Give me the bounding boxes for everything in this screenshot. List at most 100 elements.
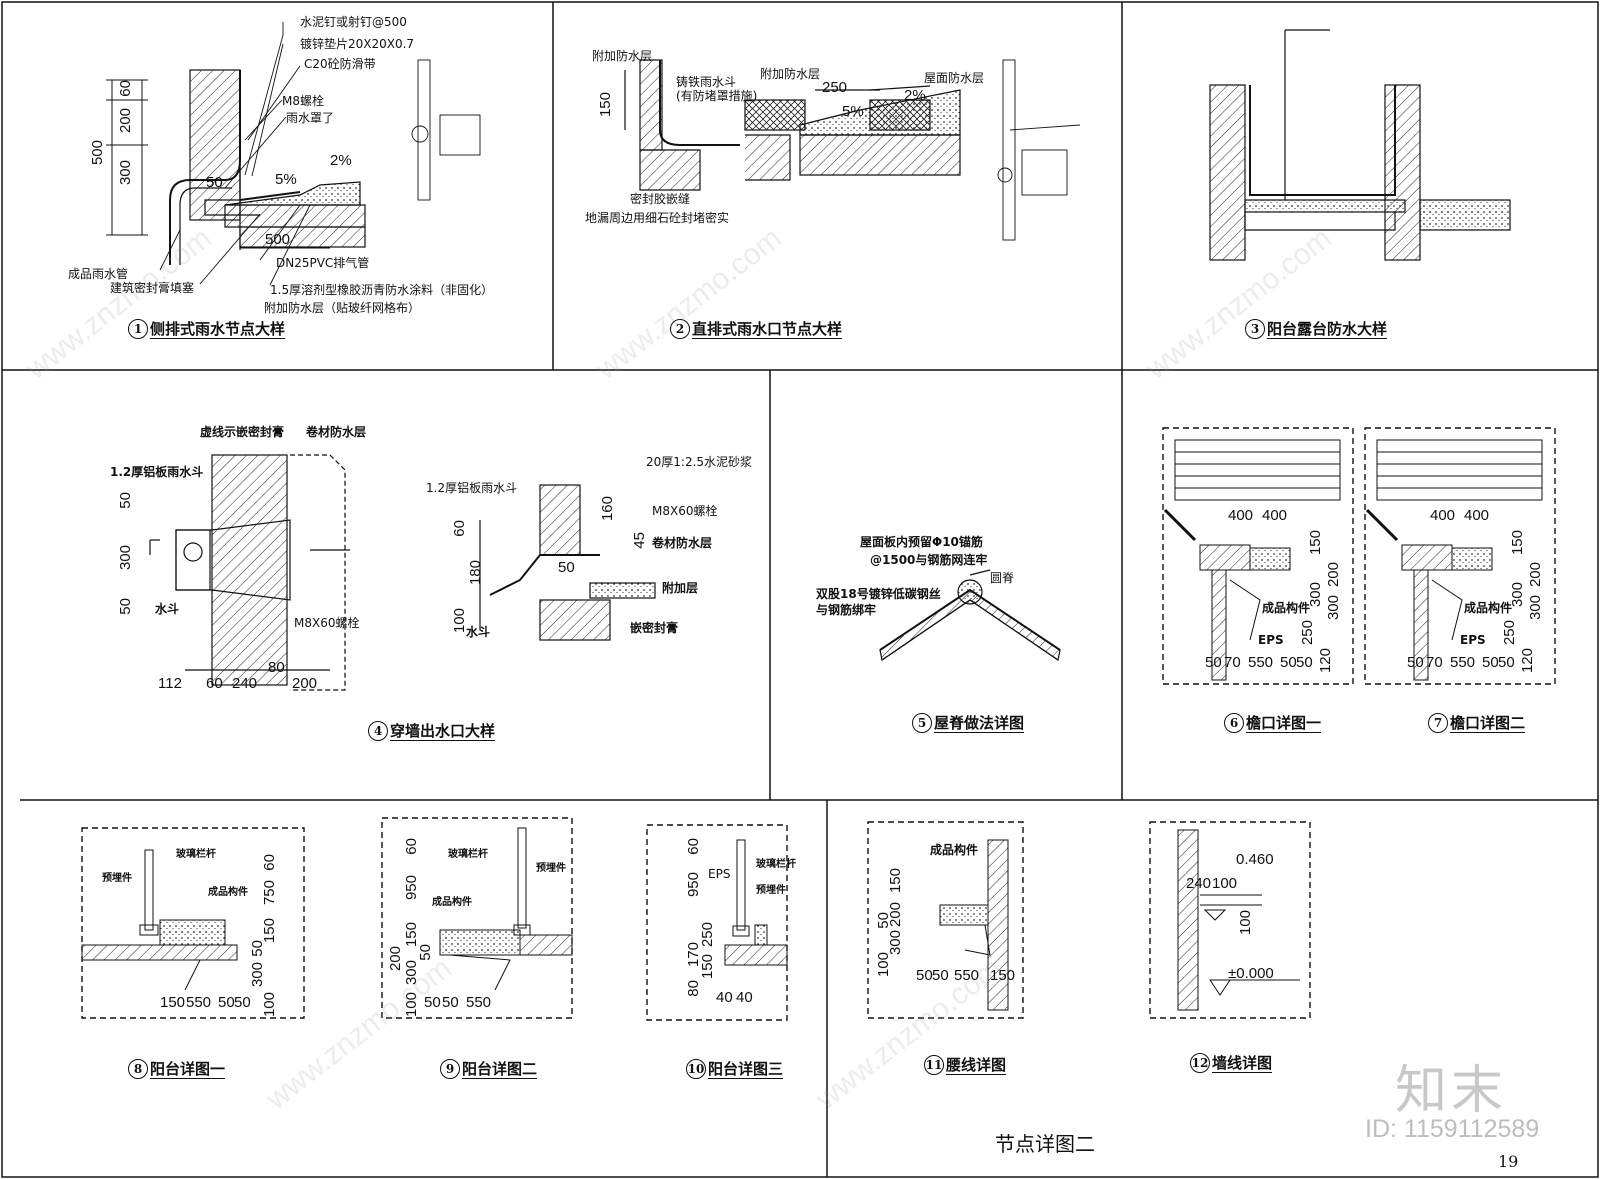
d1-dim: 300 [117,160,134,186]
d4-label: M8X60螺栓 [652,504,718,518]
d8-dim: 300 [249,962,266,988]
detail-10-drawing [646,824,788,1021]
d9-dim: 950 [403,875,420,901]
d2-label: 附加防水层 [592,49,653,63]
d4-dim: 80 [268,659,285,676]
d6-dim: 50 [1280,654,1297,671]
d10-dim: 150 [699,954,716,980]
d4-dim: 50 [117,492,134,509]
d12-dim: 0.460 [1236,851,1274,868]
d9-label: 预埋件 [536,863,566,874]
d1-dim: 2% [330,152,352,169]
d6-dim: 400 [1262,507,1288,524]
detail-4-plan [149,454,350,691]
detail-1-leaders [159,22,311,286]
d4-dim: 100 [451,608,468,634]
d2-dim: 150 [597,92,614,118]
detail-3-drawing [1209,29,1511,261]
d8-dim: 550 [186,994,212,1011]
d5-label: 与钢筋绑牢 [816,603,877,617]
d11-dim: 200 [887,902,904,928]
d8-dim: 100 [261,992,278,1018]
detail-6-drawing [1162,427,1354,685]
d6-dim: 250 [1299,620,1316,646]
d10-dim: 40 [716,989,733,1006]
detail-2-mini-section [411,59,1081,241]
detail-11-drawing [867,821,1024,1019]
d5-label: @1500与钢筋网连牢 [870,553,988,567]
detail-4-section [479,484,656,641]
d9-dim: 50 [442,994,459,1011]
d4-dim: 200 [292,675,318,692]
d11-dim: 50 [916,967,933,984]
d6-dim: 200 [1325,562,1342,588]
d11-dim: 100 [875,952,892,978]
watermark-logo: 知末 [1395,1061,1508,1121]
d9-dim: 550 [466,994,492,1011]
d9-dim: 100 [403,992,420,1018]
d7-dim: 300 [1509,582,1526,608]
d4-label: 1.2厚铝板雨水斗 [110,465,204,479]
detail-1-drawing [169,69,366,265]
d1-dim: 500 [89,140,106,166]
d4-dim: 50 [117,598,134,615]
d5-label: 圆脊 [990,571,1015,585]
d8-dim: 150 [160,994,186,1011]
detail-8-drawing [81,827,305,1019]
d8-dim: 50 [234,994,251,1011]
d10-dim: 950 [685,872,702,898]
d6-dim: 300 [1307,582,1324,608]
d1-label: C20砼防滑带 [304,57,376,71]
d9-dim: 50 [424,994,441,1011]
d4-dim: 160 [599,496,616,522]
d5-label: 双股18号镀锌低碳钢丝 [816,587,941,601]
d1-label: 1.5厚溶剂型橡胶沥青防水涂料（非固化） [270,283,494,297]
d11-dim: 150 [990,967,1016,984]
d2-label: 附加防水层 [760,67,821,81]
d1-label: 成品雨水管 [68,267,129,281]
d7-dim: 400 [1464,507,1490,524]
d1-label: 水泥钉或射钉@500 [300,15,407,29]
d9-dim: 300 [403,960,420,986]
d4-label: 卷材防水层 [306,425,367,439]
d2-label: 屋面防水层 [924,71,985,85]
detail-12-drawing [1149,821,1311,1019]
d1-label: 建筑密封膏填塞 [110,281,195,295]
d2-label: 密封胶嵌缝 [630,192,691,206]
d10-dim: 80 [685,980,702,997]
d8-dim: 60 [261,854,278,871]
d6-label: EPS [1258,633,1284,647]
d12-dim: 100 [1237,910,1254,936]
d1-label: 镀锌垫片20X20X0.7 [300,37,415,51]
d6-dim: 50 [1296,654,1313,671]
d9-label: 成品构件 [432,897,472,908]
d7-dim: 150 [1509,530,1526,556]
detail-5-drawing [879,569,1061,662]
d7-dim: 300 [1527,595,1544,621]
d9-dim: 60 [403,838,420,855]
d6-dim: 550 [1248,654,1274,671]
d4-label: 嵌密封膏 [630,621,679,635]
d2-label: 铸铁雨水斗 [676,75,737,89]
d8-label: 玻璃栏杆 [176,849,216,860]
d1-label: DN25PVC排气管 [276,256,370,270]
d7-dim: 550 [1450,654,1476,671]
d4-dim: 45 [631,532,648,549]
d10-dim: 60 [685,838,702,855]
d4-label: 卷材防水层 [652,536,713,550]
d4-dim: 240 [232,675,258,692]
d1-dim: 60 [117,80,134,97]
d7-dim: 120 [1519,648,1536,674]
d7-dim: 200 [1527,562,1544,588]
detail-7-drawing [1364,427,1556,685]
d7-dim: 400 [1430,507,1456,524]
d7-label: 成品构件 [1464,601,1513,615]
d10-dim: 40 [736,989,753,1006]
d4-dim: 300 [117,545,134,571]
